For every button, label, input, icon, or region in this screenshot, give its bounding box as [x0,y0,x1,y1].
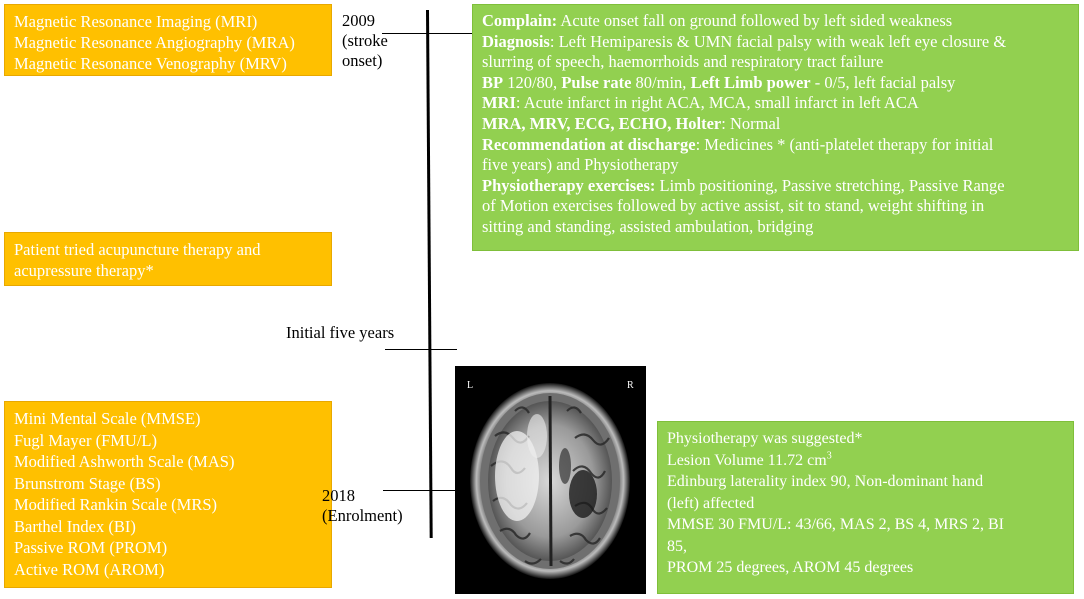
rom-scores: PROM 25 degrees, AROM 45 degrees [667,559,914,576]
assessment-scales-box: Mini Mental Scale (MMSE) Fugl Mayer (FMU… [4,401,332,588]
scale-item: Barthel Index (BI) [14,516,136,536]
end-year: 2018 [322,486,355,505]
start-note: (stroke [342,31,388,50]
imaging-methods-box: Magnetic Resonance Imaging (MRI) Magneti… [4,4,332,76]
timeline-tick-end [383,490,456,491]
lesion-volume-unit-sup: 3 [826,450,832,462]
timeline-middle-label: Initial five years [286,323,395,342]
mri-label: MRI [482,93,516,113]
scale-item: Modified Rankin Scale (MRS) [14,495,218,514]
scale-item: Passive ROM (PROM) [14,538,168,557]
scale-item: Active ROM (AROM) [14,559,165,579]
recommendation-text: : Medicines * (anti-platelet therapy for… [695,134,994,154]
scale-item: Modified Ashworth Scale (MAS) [14,452,235,471]
recommendation-text-cont: five years) and Physiotherapy [482,155,679,175]
timeline-tick-middle [385,349,457,350]
tests-result: : Normal [721,113,781,133]
acupuncture-box: Patient tried acupuncture therapy and ac… [4,232,332,286]
imaging-item: Magnetic Resonance Imaging (MRI) [14,12,258,31]
imaging-item: Magnetic Resonance Venography (MRV) [14,54,287,73]
laterality-index: Edinburg laterality index 90, Non-domina… [667,473,984,490]
timeline-start-label: 2009 (stroke onset) [342,11,388,71]
physio-exercises-label: Physiotherapy exercises: [482,175,656,195]
pulse-value: 80/min, [631,72,691,92]
clinical-details-box: Complain: Acute onset fall on ground fol… [472,4,1079,251]
start-note: onset) [342,51,383,70]
mri-finding: : Acute infarct in right ACA, MCA, small… [515,93,919,113]
scale-item: Mini Mental Scale (MMSE) [14,409,201,428]
pulse-label: Pulse rate [561,72,632,92]
brain-scan-graphic: L R [467,380,634,579]
imaging-item: Magnetic Resonance Angiography (MRA) [14,33,295,52]
complain-label: Complain: [482,11,558,30]
physio-exercises-text: Limb positioning, Passive stretching, Pa… [655,175,1005,195]
limb-power-value: - 0/5, left facial palsy [810,72,956,92]
bp-value: 120/80, [503,72,562,92]
timeline-axis [426,9,433,538]
start-year: 2009 [342,11,375,30]
timeline-end-label: 2018 (Enrolment) [322,486,403,526]
lesion-volume: Lesion Volume 11.72 cm [667,451,827,469]
physio-exercises-text-cont: sitting and standing, assisted ambulatio… [482,216,814,236]
end-note: (Enrolment) [322,506,403,525]
laterality-index-cont: (left) affected [667,494,755,512]
scale-item: Fugl Mayer (FMU/L) [14,430,157,450]
tests-label: MRA, MRV, ECG, ECHO, Holter [482,113,722,133]
recommendation-label: Recommendation at discharge [482,134,696,154]
limb-power-label: Left Limb power [690,72,811,92]
scale-scores-cont: 85, [667,537,687,555]
acupuncture-line: acupressure therapy* [14,261,154,280]
diagnosis-text-cont: slurring of speech, haemorrhoids and res… [482,52,884,72]
bp-label: BP [482,72,504,92]
acupuncture-line: Patient tried acupuncture therapy and [14,240,261,259]
physio-exercises-text-cont: of Motion exercises followed by active a… [482,196,985,216]
timeline-tick-start [382,33,472,34]
right-marker: R [627,380,634,391]
diagnosis-text: : Left Hemiparesis & UMN facial palsy wi… [549,31,1007,51]
left-marker: L [467,380,473,391]
mri-brain-image: L R [455,366,646,594]
complain-text: Acute onset fall on ground followed by l… [557,11,953,30]
scale-item: Brunstrom Stage (BS) [14,473,161,493]
physio-suggested: Physiotherapy was suggested* [667,430,863,447]
scale-scores: MMSE 30 FMU/L: 43/66, MAS 2, BS 4, MRS 2… [667,516,1004,533]
diagnosis-label: Diagnosis [482,31,550,51]
enrolment-findings-box: Physiotherapy was suggested* Lesion Volu… [657,421,1074,594]
